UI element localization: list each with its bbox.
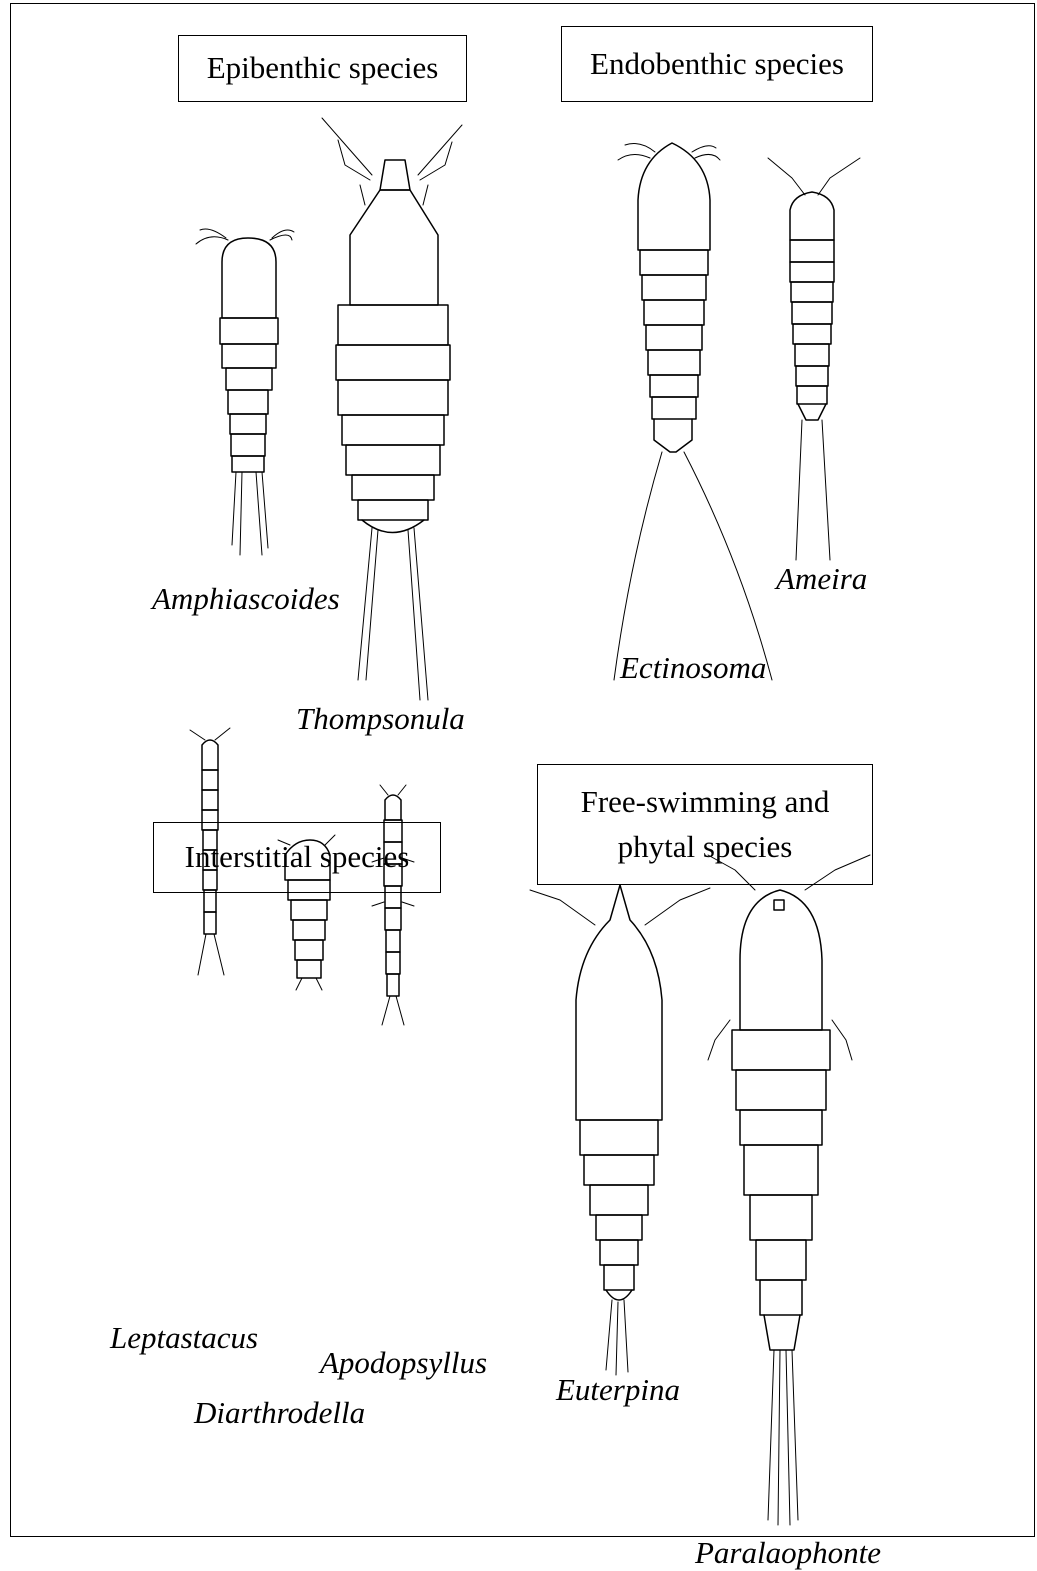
thompsonula-drawing [322, 118, 462, 700]
paralaophonte-drawing [708, 855, 870, 1525]
apodopsyllus-drawing [372, 785, 414, 1025]
diarthrodella-drawing [278, 835, 335, 990]
label-thompsonula: Thompsonula [296, 701, 465, 737]
amphiascoides-drawing [196, 229, 294, 555]
label-ameira: Ameira [776, 561, 867, 597]
euterpina-drawing [530, 885, 710, 1375]
leptastacus-drawing [190, 728, 230, 975]
label-paralaophonte: Paralaophonte [695, 1535, 881, 1571]
label-euterpina: Euterpina [556, 1372, 680, 1408]
ameira-drawing [768, 158, 860, 560]
label-leptastacus: Leptastacus [110, 1320, 258, 1356]
ectinosoma-drawing [614, 143, 772, 680]
label-ectinosoma: Ectinosoma [620, 650, 766, 686]
label-apodopsyllus: Apodopsyllus [320, 1345, 487, 1381]
label-amphiascoides: Amphiascoides [152, 581, 340, 617]
label-diarthrodella: Diarthrodella [194, 1395, 365, 1431]
